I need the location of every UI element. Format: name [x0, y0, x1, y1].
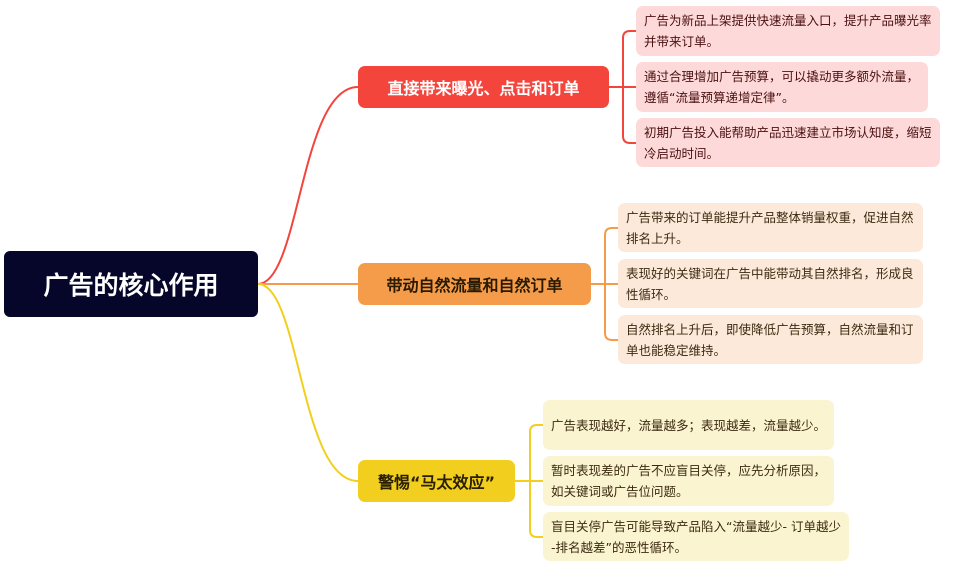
branch-exposure-clicks-orders[interactable]: 直接带来曝光、点击和订单 — [358, 66, 609, 108]
connector-branch-1 — [257, 86, 359, 285]
leaf-topic[interactable]: 表现好的关键词在广告中能带动其自然排名，形成良性循环。 — [618, 259, 923, 308]
leaf-topic[interactable]: 广告带来的订单能提升产品整体销量权重，促进自然排名上升。 — [618, 203, 923, 252]
branch-label: 直接带来曝光、点击和订单 — [387, 79, 580, 98]
leaf-topic[interactable]: 自然排名上升后，即使降低广告预算，自然流量和订单也能稳定维持。 — [618, 315, 923, 364]
leaf-topic[interactable]: 广告为新品上架提供快速流量入口，提升产品曝光率并带来订单。 — [636, 6, 940, 56]
root-topic[interactable]: 广告的核心作用 — [4, 251, 258, 317]
leaf-topic[interactable]: 盲目关停广告可能导致产品陷入“流量越少- 订单越少 -排名越差”的恶性循环。 — [543, 512, 849, 561]
leaf-text: 自然排名上升后，即使降低广告预算，自然流量和订单也能稳定维持。 — [626, 321, 914, 358]
leaf-text: 表现好的关键词在广告中能带动其自然排名，形成良性循环。 — [626, 265, 914, 302]
branch-matthew-effect[interactable]: 警惕“马太效应” — [358, 460, 515, 502]
bracket-group-3 — [515, 424, 543, 538]
leaf-topic[interactable]: 暂时表现差的广告不应盲目关停，应先分析原因，如关键词或广告位问题。 — [543, 456, 834, 506]
leaf-topic[interactable]: 广告表现越好，流量越多；表现越差，流量越少。 — [543, 400, 834, 450]
branch-label: 带动自然流量和自然订单 — [386, 276, 563, 295]
branch-label: 警惕“马太效应” — [377, 473, 496, 492]
leaf-text: 盲目关停广告可能导致产品陷入“流量越少- 订单越少 -排名越差”的恶性循环。 — [551, 518, 841, 555]
leaf-text: 通过合理增加广告预算，可以撬动更多额外流量，遵循“流量预算递增定律”。 — [644, 69, 920, 105]
leaf-text: 广告为新品上架提供快速流量入口，提升产品曝光率并带来订单。 — [644, 13, 932, 49]
connector-branch-3 — [257, 283, 359, 482]
leaf-topic[interactable]: 初期广告投入能帮助产品迅速建立市场认知度，缩短冷启动时间。 — [636, 118, 940, 167]
branch-natural-traffic[interactable]: 带动自然流量和自然订单 — [358, 263, 591, 305]
leaf-text: 广告表现越好，流量越多；表现越差，流量越少。 — [551, 417, 827, 433]
bracket-group-1 — [609, 30, 636, 144]
leaf-text: 初期广告投入能帮助产品迅速建立市场认知度，缩短冷启动时间。 — [644, 124, 932, 161]
bracket-group-2 — [591, 227, 618, 341]
root-title: 广告的核心作用 — [43, 271, 219, 300]
leaf-text: 广告带来的订单能提升产品整体销量权重，促进自然排名上升。 — [626, 209, 914, 246]
leaf-text: 暂时表现差的广告不应盲目关停，应先分析原因，如关键词或广告位问题。 — [551, 463, 827, 499]
leaf-topic[interactable]: 通过合理增加广告预算，可以撬动更多额外流量，遵循“流量预算递增定律”。 — [636, 62, 928, 112]
